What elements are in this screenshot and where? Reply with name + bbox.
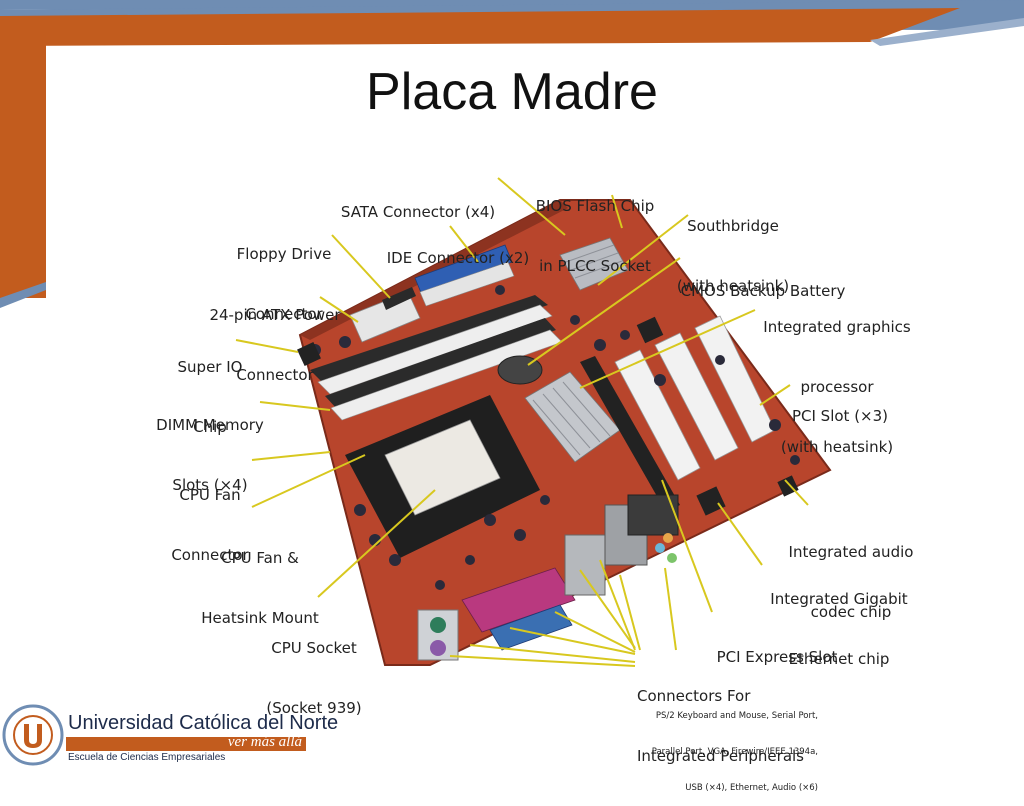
label-super-io-chip: Super IO Chip xyxy=(166,317,254,457)
note-line: Parallel Port, VGA, Firewire/IEEE 1394a, xyxy=(651,747,818,757)
label-line: Super IO xyxy=(177,358,243,376)
label-sata-connector: SATA Connector (x4) xyxy=(333,162,503,242)
motto-bar xyxy=(66,737,306,751)
pci-slots xyxy=(614,315,776,481)
label-line: codec chip xyxy=(810,603,892,621)
label-line: Slots (×4) xyxy=(172,476,248,494)
label-cpu-fan-heatsink-mount: CPU Fan & Heatsink Mount xyxy=(190,508,330,648)
note-line: PS/2 Keyboard and Mouse, Serial Port, xyxy=(655,711,818,721)
leader-lines xyxy=(235,177,809,667)
label-line: Southbridge xyxy=(687,217,779,235)
label-southbridge: Southbridge (with heatsink) xyxy=(667,176,799,316)
southbridge-heatsink xyxy=(559,237,629,291)
label-line: Integrated graphics xyxy=(763,318,911,336)
label-line: Integrated Gigabit xyxy=(770,590,908,608)
label-line: IDE Connector (x2) xyxy=(386,249,530,267)
label-line: processor xyxy=(800,378,874,396)
label-line: PCI Express Slot xyxy=(716,648,838,666)
university-motto: ver más allá xyxy=(227,734,302,750)
label-cpu-socket: CPU Socket (Socket 939) xyxy=(258,598,370,738)
label-line: Integrated Peripherals xyxy=(637,747,804,765)
label-cpu-fan-connector: CPU Fan Connector xyxy=(160,445,260,585)
label-line: Integrated audio xyxy=(788,543,914,561)
label-line: (Socket 939) xyxy=(266,699,362,717)
label-line: Connector xyxy=(236,366,314,384)
label-pci-slot: PCI Slot (×3) xyxy=(782,366,898,446)
label-integrated-graphics: Integrated graphics processor (with heat… xyxy=(752,277,922,477)
university-seal-icon xyxy=(2,704,64,766)
label-line: PCI Slot (×3) xyxy=(791,407,889,425)
label-line: Heatsink Mount xyxy=(201,609,319,627)
label-line: Connector xyxy=(245,305,323,323)
label-line: BIOS Flash Chip xyxy=(535,197,655,215)
slide-title: Placa Madre xyxy=(366,63,658,121)
label-line: CMOS Backup Battery xyxy=(680,282,846,300)
dimm-slots xyxy=(310,295,563,421)
cpu-socket xyxy=(345,395,540,558)
school-name: Escuela de Ciencias Empresariales xyxy=(68,752,226,763)
label-line: (with heatsink) xyxy=(676,277,790,295)
label-ide-connector: IDE Connector (x2) xyxy=(378,208,538,288)
slide-frame xyxy=(0,0,1024,308)
label-line: DIMM Memory xyxy=(156,416,264,434)
label-line: SATA Connector (x4) xyxy=(340,203,496,221)
label-line: CPU Fan xyxy=(179,486,241,504)
label-audio-codec: Integrated audio codec chip xyxy=(776,502,926,642)
label-line: CPU Fan & xyxy=(221,549,299,567)
label-atx-power-connector: 24-pin ATX Power Connector xyxy=(198,265,352,405)
label-line: Chip xyxy=(193,418,227,436)
label-cmos-battery: CMOS Backup Battery xyxy=(668,241,858,321)
label-line: 24-pin ATX Power xyxy=(209,306,341,324)
label-integrated-peripherals: Connectors For Integrated Peripherals xyxy=(637,646,827,786)
label-line: Floppy Drive xyxy=(236,245,332,263)
label-line: Connector xyxy=(171,546,249,564)
label-line: (with heatsink) xyxy=(780,438,894,456)
note-line: USB (×4), Ethernet, Audio (×6) xyxy=(685,783,818,793)
label-dimm-slots: DIMM Memory Slots (×4) xyxy=(146,375,274,515)
label-floppy-drive-connector: Floppy Drive Connector xyxy=(224,204,344,344)
label-line: Ethernet chip xyxy=(788,650,890,668)
peripherals-note: PS/2 Keyboard and Mouse, Serial Port, Pa… xyxy=(600,686,818,806)
label-line: CPU Socket xyxy=(271,639,357,657)
label-gigabit-ethernet: Integrated Gigabit Ethernet chip xyxy=(758,549,920,689)
label-line: Connectors For xyxy=(637,687,751,705)
motherboard-image xyxy=(235,177,832,667)
label-pci-express-slot: PCI Express Slot xyxy=(706,607,848,687)
label-line: in PLCC Socket xyxy=(539,257,651,275)
label-bios-flash-chip: BIOS Flash Chip in PLCC Socket xyxy=(522,156,668,296)
university-name: Universidad Católica del Norte xyxy=(68,712,339,734)
